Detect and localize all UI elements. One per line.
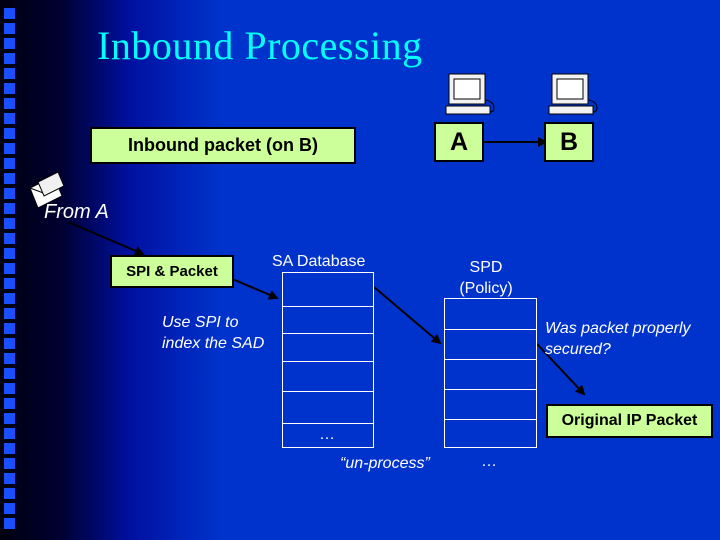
decorative-square: [4, 353, 15, 364]
use-spi-line1: Use SPI to: [162, 314, 239, 331]
decorative-square-strip: [0, 0, 24, 540]
decorative-square: [4, 383, 15, 394]
arrow-spi-to-sad: [229, 277, 279, 300]
decorative-square: [4, 503, 15, 514]
host-a-box: A: [434, 122, 484, 162]
arrow-sad-to-spd: [373, 286, 442, 345]
decorative-square: [4, 263, 15, 274]
decorative-square: [4, 8, 15, 19]
decorative-square: [4, 38, 15, 49]
decorative-square: [4, 98, 15, 109]
decorative-square: [4, 188, 15, 199]
sad-ellipsis: …: [319, 426, 335, 443]
computer-icon-a: [445, 73, 495, 115]
table-row: [283, 391, 373, 392]
spd-label-line1: SPD: [469, 259, 503, 276]
table-row: [283, 333, 373, 334]
decorative-square: [4, 308, 15, 319]
original-ip-packet-box: Original IP Packet: [546, 404, 713, 438]
decorative-square: [4, 278, 15, 289]
computer-icon-b: [548, 73, 598, 115]
decorative-square: [4, 323, 15, 334]
decorative-square: [4, 518, 15, 529]
un-process-label: “un-process”: [340, 455, 430, 472]
decorative-square: [4, 233, 15, 244]
sa-database-label: SA Database: [272, 253, 366, 270]
spd-ellipsis: …: [481, 453, 497, 470]
arrow-from-a: [67, 221, 145, 256]
decorative-square: [4, 293, 15, 304]
decorative-square: [4, 218, 15, 229]
table-row: [283, 306, 373, 307]
was-packet-line1: Was packet properly: [545, 320, 691, 337]
inbound-packet-box: Inbound packet (on B): [90, 127, 356, 164]
sa-database-table: [282, 272, 374, 448]
decorative-square: [4, 23, 15, 34]
decorative-square: [4, 398, 15, 409]
use-spi-line2: index the SAD: [162, 335, 265, 352]
decorative-square: [4, 143, 15, 154]
was-packet-line2: secured?: [545, 341, 611, 358]
decorative-square: [4, 458, 15, 469]
table-row: [445, 419, 536, 420]
table-row: [445, 389, 536, 390]
decorative-square: [4, 368, 15, 379]
decorative-square: [4, 53, 15, 64]
decorative-square: [4, 413, 15, 424]
decorative-square: [4, 128, 15, 139]
decorative-square: [4, 473, 15, 484]
decorative-square: [4, 83, 15, 94]
slide-title: Inbound Processing: [97, 23, 423, 68]
decorative-square: [4, 203, 15, 214]
decorative-square: [4, 113, 15, 124]
table-row: [445, 329, 536, 330]
decorative-square: [4, 428, 15, 439]
decorative-square: [4, 158, 15, 169]
table-row: [445, 359, 536, 360]
table-row: [283, 361, 373, 362]
arrow-spd-to-original: [536, 343, 586, 396]
spd-label-line2: (Policy): [459, 280, 513, 297]
decorative-square: [4, 488, 15, 499]
spd-table: [444, 298, 537, 448]
host-b-box: B: [544, 122, 594, 162]
decorative-square: [4, 173, 15, 184]
table-row: [283, 423, 373, 424]
decorative-square: [4, 248, 15, 259]
decorative-square: [4, 68, 15, 79]
envelope-icon: [29, 171, 65, 209]
decorative-square: [4, 443, 15, 454]
from-a-label: From A: [44, 201, 109, 223]
decorative-square: [4, 338, 15, 349]
spi-packet-box: SPI & Packet: [110, 255, 234, 288]
